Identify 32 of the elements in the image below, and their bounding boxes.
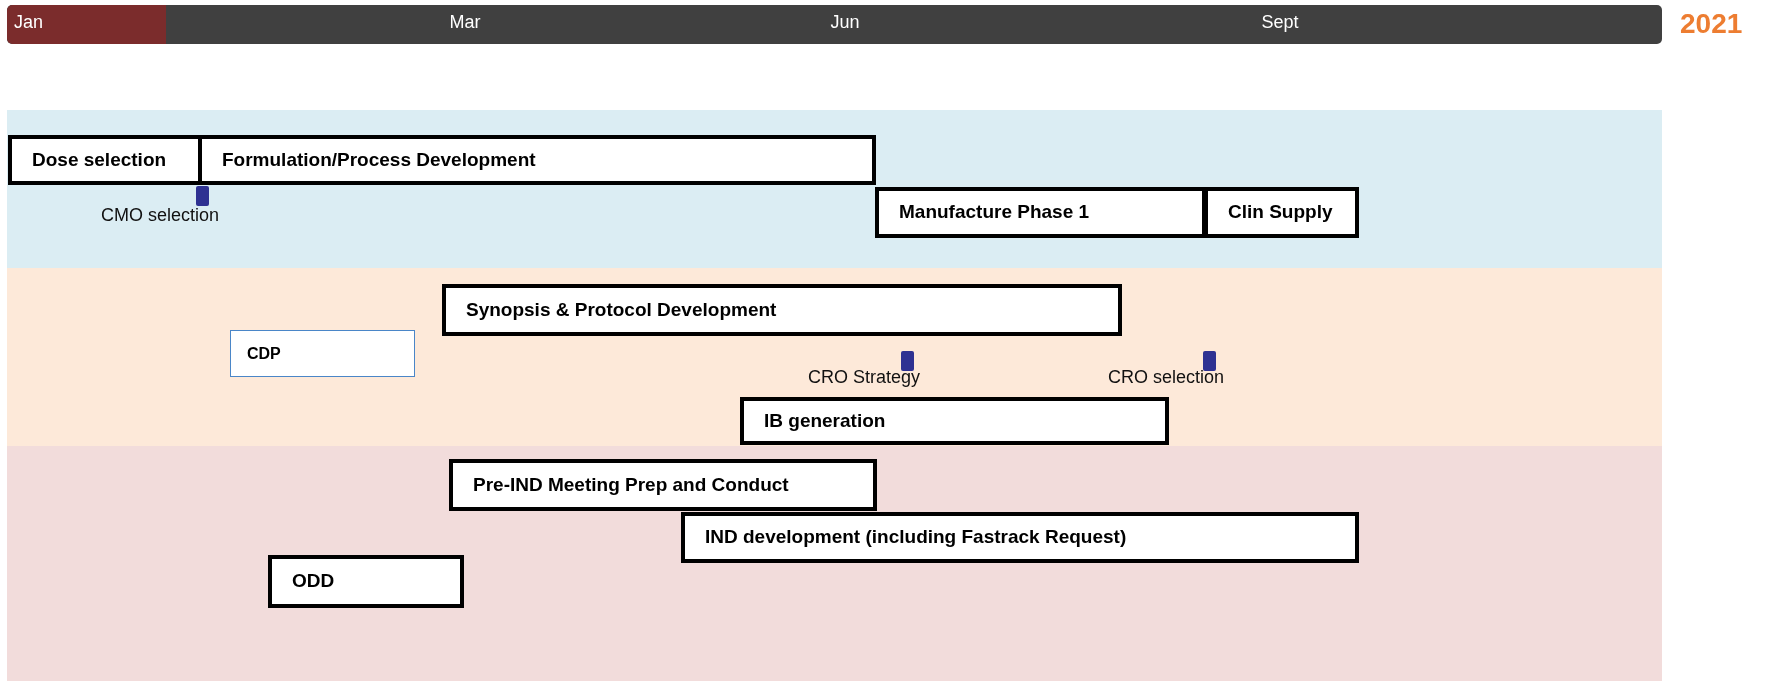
- milestone-label: CMO selection: [99, 206, 220, 224]
- task-label: Clin Supply: [1228, 200, 1334, 225]
- task-label: CDP: [247, 343, 282, 364]
- task-label: IB generation: [764, 408, 887, 433]
- month-label: Mar: [448, 13, 482, 31]
- milestone-marker: [196, 186, 209, 206]
- milestone-marker: [901, 351, 914, 371]
- task-label: Formulation/Process Development: [222, 147, 537, 172]
- task-bar: [875, 187, 1206, 238]
- swimlane-band: [7, 110, 1662, 268]
- task-bar: [449, 459, 877, 511]
- task-bar: [268, 555, 464, 608]
- year-label: 2021: [1680, 10, 1743, 38]
- task-label: Pre-IND Meeting Prep and Conduct: [473, 472, 790, 497]
- task-bar: [1204, 187, 1359, 238]
- task-bar: [230, 330, 415, 377]
- task-bar: [681, 512, 1359, 563]
- month-label: Jun: [829, 13, 861, 31]
- month-label: Jan: [14, 13, 45, 31]
- task-label: Manufacture Phase 1: [899, 200, 1091, 225]
- swimlane-band: [7, 446, 1662, 681]
- milestone-marker: [1203, 351, 1216, 371]
- task-bar: [740, 397, 1169, 445]
- task-label: ODD: [292, 569, 336, 594]
- milestone-label: CRO Strategy: [806, 368, 921, 386]
- task-bar: [442, 284, 1122, 336]
- task-label: IND development (including Fastrack Request): [705, 525, 1128, 550]
- swimlane-band: [7, 268, 1662, 446]
- milestone-label: CRO selection: [1106, 368, 1225, 386]
- task-label: Dose selection: [32, 147, 168, 172]
- month-label: Sept: [1260, 13, 1300, 31]
- task-label: Synopsis & Protocol Development: [466, 297, 778, 322]
